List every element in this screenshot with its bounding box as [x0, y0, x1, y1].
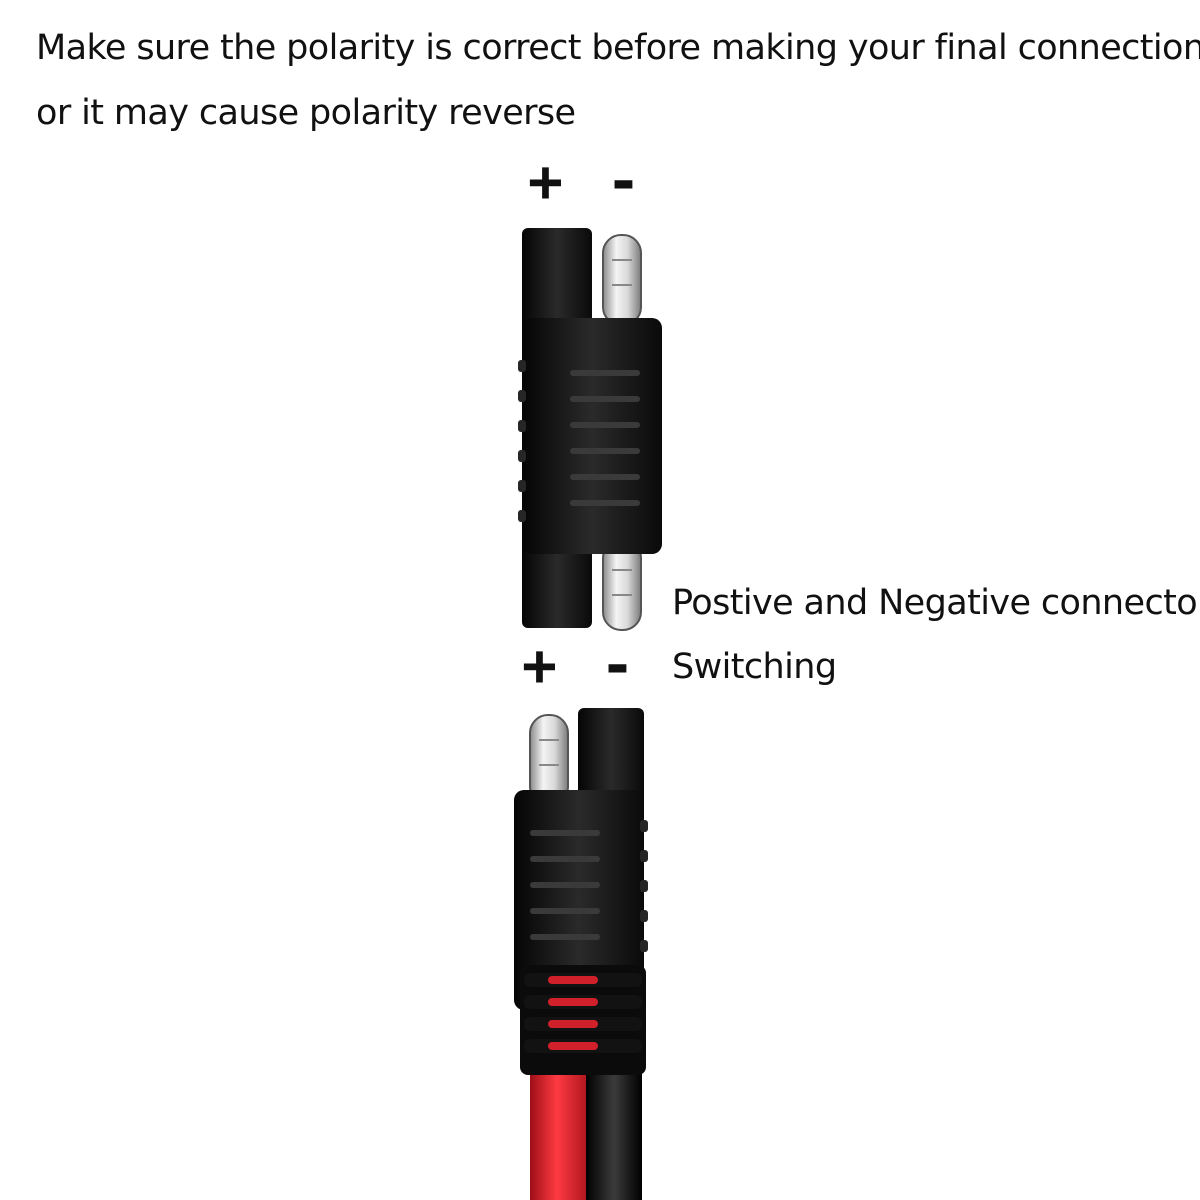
switching-label: Switching [672, 647, 837, 687]
upper-body [522, 318, 662, 554]
upper-connector-image [518, 228, 662, 631]
connector-label: Postive and Negative connector [672, 583, 1200, 623]
lower-body [514, 790, 644, 1010]
top-positive-sign: + [528, 147, 563, 215]
top-negative-sign: - [606, 147, 641, 215]
positive-wire [530, 1070, 590, 1200]
lower-connector-image [514, 708, 648, 1200]
upper-top-pin [602, 234, 642, 326]
instruction-line-2: or it may cause polarity reverse [36, 93, 576, 133]
middle-negative-sign: - [600, 631, 635, 699]
middle-positive-sign: + [522, 631, 557, 699]
negative-wire [586, 1070, 642, 1200]
instruction-line-1: Make sure the polarity is correct before… [36, 28, 1200, 68]
